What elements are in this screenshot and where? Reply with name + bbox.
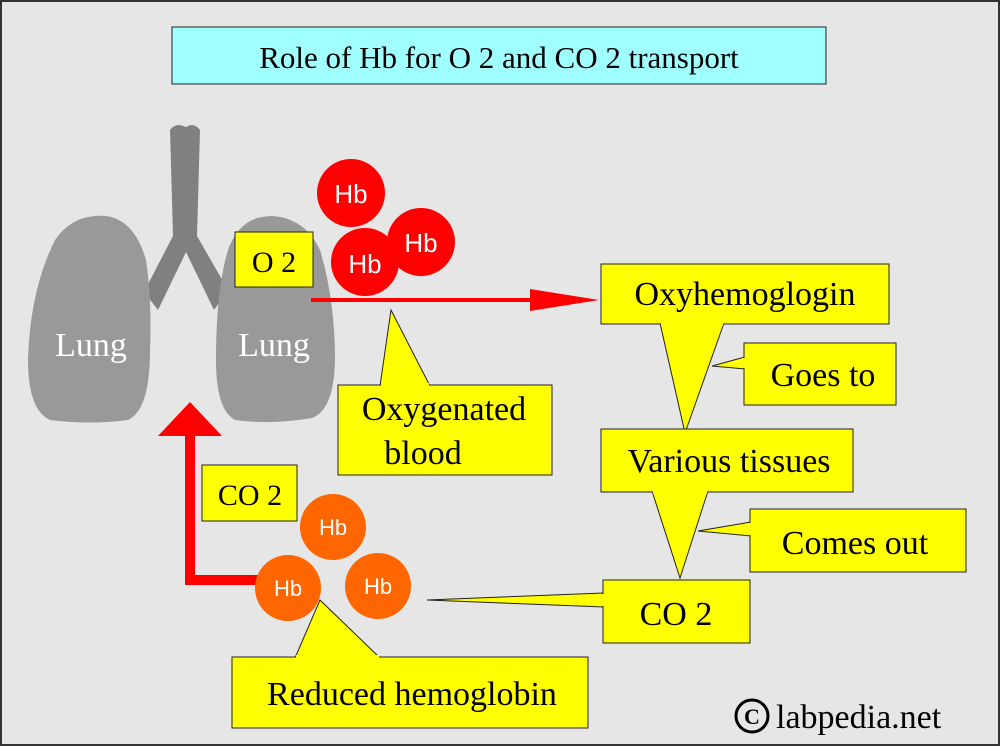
oxyhemoglobin-callout: Oxyhemoglogin xyxy=(600,263,890,435)
site-name: labpedia.net xyxy=(776,699,942,736)
reduced-hb-circle xyxy=(300,494,366,560)
co2-right-label: CO 2 xyxy=(640,596,713,633)
right-lung-label: Lung xyxy=(238,327,310,364)
reduced-hb-label: Hb xyxy=(364,574,392,599)
reduced-hb-circle xyxy=(345,553,411,619)
copyright-c: C xyxy=(744,704,760,729)
reduced-hb-circle xyxy=(255,555,321,621)
title-box: Role of Hb for O 2 and CO 2 transport xyxy=(171,26,827,85)
various-tissues-label: Various tissues xyxy=(627,443,830,480)
o2-label-box: O 2 xyxy=(234,231,314,288)
co2-return-arrow xyxy=(158,402,258,585)
goes-to-callout: Goes to xyxy=(711,342,897,406)
oxyhemoglobin-label: Oxyhemoglogin xyxy=(635,276,856,313)
reduced-hb-cluster: Hb Hb Hb xyxy=(255,494,411,621)
oxygenated-label-line1: Oxygenated xyxy=(362,391,526,428)
o2-label: O 2 xyxy=(252,246,296,279)
oxy-hb-circle xyxy=(387,208,455,276)
title-text: Role of Hb for O 2 and CO 2 transport xyxy=(259,40,739,75)
oxy-hb-cluster: Hb Hb Hb xyxy=(317,159,455,296)
reduced-hb-label: Hb xyxy=(274,576,302,601)
trachea-shape xyxy=(144,125,228,310)
oxy-hb-label: Hb xyxy=(404,228,437,258)
oxygenated-label-line2: blood xyxy=(384,435,461,472)
oxy-hb-circle xyxy=(317,159,385,227)
left-lung-label: Lung xyxy=(55,327,127,364)
left-lung xyxy=(28,215,151,423)
oxy-hb-label: Hb xyxy=(334,179,367,209)
oxygenated-blood-callout: Oxygenated blood xyxy=(337,308,553,476)
co2-left-label: CO 2 xyxy=(218,479,282,512)
various-tissues-callout: Various tissues xyxy=(600,428,854,580)
arrowhead-up xyxy=(158,402,222,436)
reduced-hb-label: Hb xyxy=(319,515,347,540)
co2-right-callout: CO 2 xyxy=(426,579,751,644)
comes-out-callout: Comes out xyxy=(697,508,967,573)
oxygenated-arrow xyxy=(311,289,599,311)
reduced-hemoglobin-label: Reduced hemoglobin xyxy=(267,676,557,713)
co2-left-label-box: CO 2 xyxy=(201,464,298,522)
goes-to-label: Goes to xyxy=(771,357,876,394)
labpedia-watermark: © C labpedia.net xyxy=(734,698,942,736)
copyright-icon xyxy=(734,698,770,734)
reduced-hemoglobin-callout: Reduced hemoglobin xyxy=(231,599,589,729)
comes-out-label: Comes out xyxy=(782,525,929,562)
oxy-hb-label: Hb xyxy=(348,249,381,279)
oxy-hb-circle xyxy=(331,228,399,296)
arrowhead-right xyxy=(530,289,599,311)
